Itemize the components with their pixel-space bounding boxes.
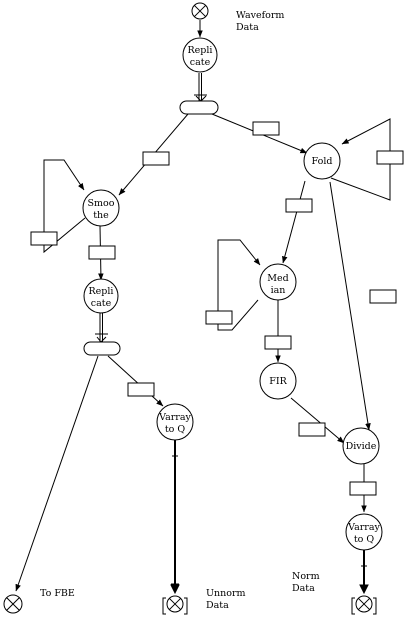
place-fold-loop xyxy=(376,150,404,165)
label-smoothe-2: the xyxy=(93,210,109,221)
edge-split-tofbe xyxy=(15,355,99,592)
node-divide xyxy=(342,427,380,465)
place-median-loop xyxy=(205,310,233,325)
node-varray-right xyxy=(345,513,383,551)
label-replicate-top-1: Repli xyxy=(188,45,213,56)
node-varray-left xyxy=(156,403,194,441)
label-unnorm-2: Data xyxy=(206,600,229,611)
edge-replicate-split-left xyxy=(95,311,108,343)
terminal-unnorm-icon xyxy=(162,595,188,615)
label-varray-left-2: to Q xyxy=(165,424,186,435)
label-varray-left-1: Varray xyxy=(158,412,191,423)
edge-split-varray-left xyxy=(107,355,164,407)
place-median-fir xyxy=(264,335,292,350)
label-replicate-top-2: cate xyxy=(190,57,211,68)
label-varray-right-1: Varray xyxy=(347,522,380,533)
label-fir: FIR xyxy=(269,376,287,387)
edge-median-loop xyxy=(217,239,261,331)
node-fold xyxy=(303,142,341,180)
label-norm-1: Norm xyxy=(292,571,320,582)
node-replicate-left xyxy=(83,278,119,314)
place-fir-divide xyxy=(298,422,326,437)
edge-fold-median xyxy=(282,180,306,264)
node-median xyxy=(259,263,297,301)
node-smoothe xyxy=(82,189,120,227)
place-divide-varray xyxy=(349,481,377,496)
place-split-varray xyxy=(127,382,155,397)
edge-fold-divide xyxy=(329,181,371,431)
edge-replicate-split xyxy=(194,73,207,102)
label-replicate-left-2: cate xyxy=(91,298,112,309)
label-norm-2: Data xyxy=(292,583,315,594)
label-replicate-left-1: Repli xyxy=(89,286,114,297)
place-fold-divide xyxy=(369,289,397,304)
place-smoothe-replicate xyxy=(88,245,116,260)
label-fold: Fold xyxy=(312,156,333,167)
label-varray-right-2: to Q xyxy=(354,534,375,545)
label-median-2: ian xyxy=(271,285,286,296)
label-smoothe-1: Smoo xyxy=(88,198,115,209)
node-fir xyxy=(259,362,297,400)
place-split-smoothe xyxy=(142,151,170,166)
terminal-norm-icon xyxy=(351,595,377,615)
place-smoothe-loop xyxy=(30,231,58,246)
label-waveform-1: Waveform xyxy=(236,10,284,21)
label-waveform-2: Data xyxy=(236,22,259,33)
label-tofbe: To FBE xyxy=(40,588,75,599)
edge-fir-divide xyxy=(290,397,345,444)
edge-varray-norm xyxy=(359,549,369,595)
place-fold-median xyxy=(285,198,313,213)
label-median-1: Med xyxy=(267,273,288,284)
split-bar-top xyxy=(179,100,219,115)
label-unnorm-1: Unnorm xyxy=(206,588,246,599)
edge-smoothe-loop xyxy=(43,159,86,254)
node-replicate-top xyxy=(182,37,218,73)
edge-varray-unnorm xyxy=(170,440,180,595)
split-bar-left xyxy=(83,341,121,356)
terminal-tofbe-icon xyxy=(3,594,23,614)
label-divide: Divide xyxy=(346,441,377,452)
place-split-fold xyxy=(252,121,280,136)
terminal-waveform-icon xyxy=(191,2,209,20)
